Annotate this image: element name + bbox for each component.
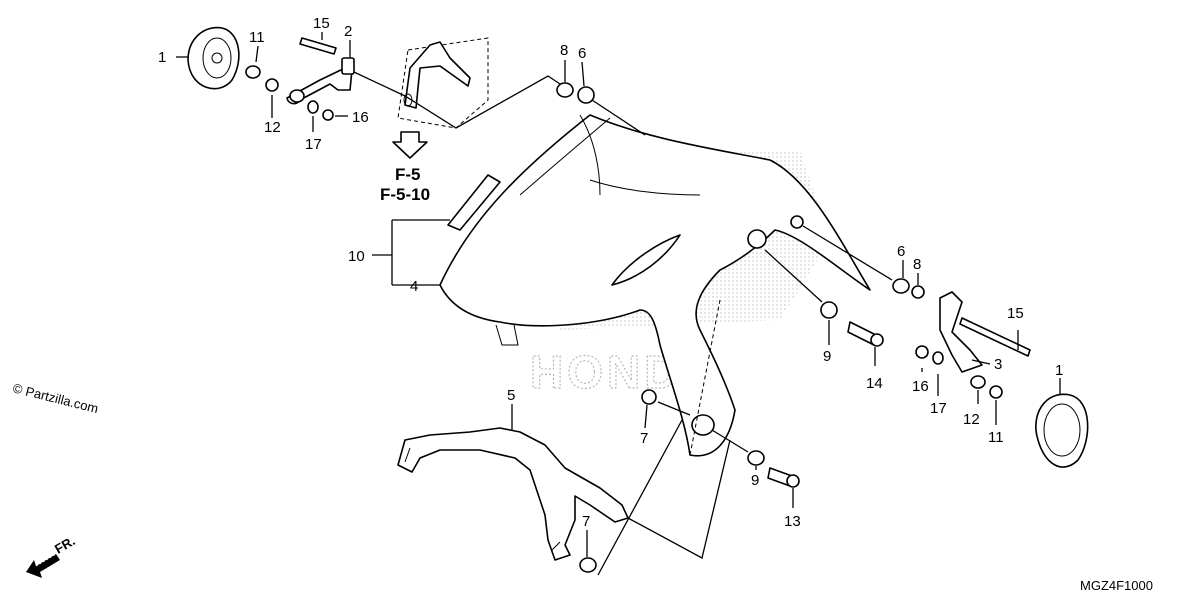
diagram-code: MGZ4F1000: [1080, 578, 1153, 593]
callout-9-lower: 9: [751, 472, 759, 489]
reference-f5: F-5: [395, 165, 421, 184]
callout-2: 2: [344, 23, 352, 40]
callout-3: 3: [994, 356, 1002, 373]
reference-arrow: [392, 131, 428, 159]
callout-4: 4: [410, 278, 418, 295]
callout-11-left: 11: [249, 29, 265, 46]
leader-lines: [176, 32, 1061, 576]
stay-reference-box: [397, 37, 489, 129]
callout-17-left: 17: [305, 136, 322, 153]
callout-12-left: 12: [264, 119, 281, 136]
callout-15-left: 15: [313, 15, 330, 32]
callout-11-right: 11: [988, 429, 1004, 446]
callout-7-bottom: 7: [582, 513, 590, 530]
callout-6-top: 6: [578, 45, 586, 62]
fasteners-mid[interactable]: [556, 82, 884, 573]
fender-stay[interactable]: [397, 427, 629, 561]
callout-5: 5: [507, 387, 515, 404]
bracket-left[interactable]: [245, 37, 355, 121]
front-marker: FR.: [52, 533, 78, 556]
reference-f5-10: F-5-10: [380, 185, 430, 204]
callout-1-left: 1: [158, 49, 166, 66]
callout-6-right: 6: [897, 243, 905, 260]
callout-9-upper: 9: [823, 348, 831, 365]
callout-15-right: 15: [1007, 305, 1024, 322]
callout-12-right: 12: [963, 411, 980, 428]
callout-7-mid: 7: [640, 430, 648, 447]
callout-16-right: 16: [912, 378, 929, 395]
callout-1-right: 1: [1055, 362, 1063, 379]
callout-14: 14: [866, 375, 883, 392]
callout-13: 13: [784, 513, 801, 530]
callouts: 1 11 12 15 2 16 17 8 6 10 4 6 8 15 3 9 1…: [158, 15, 1063, 530]
callout-17-right: 17: [930, 400, 947, 417]
reflector-left[interactable]: [187, 26, 240, 90]
callout-8-right: 8: [913, 256, 921, 273]
callout-8-top: 8: [560, 42, 568, 59]
front-arrow-icon: FR.: [26, 533, 78, 578]
section-references: F-5 F-5-10: [380, 165, 430, 204]
callout-16-left: 16: [352, 109, 369, 126]
copyright-text: © Partzilla.com: [11, 380, 100, 416]
reflector-right[interactable]: [1035, 393, 1089, 468]
bracket-right[interactable]: [892, 278, 1031, 399]
front-fender[interactable]: [439, 114, 871, 457]
callout-10: 10: [348, 248, 365, 265]
